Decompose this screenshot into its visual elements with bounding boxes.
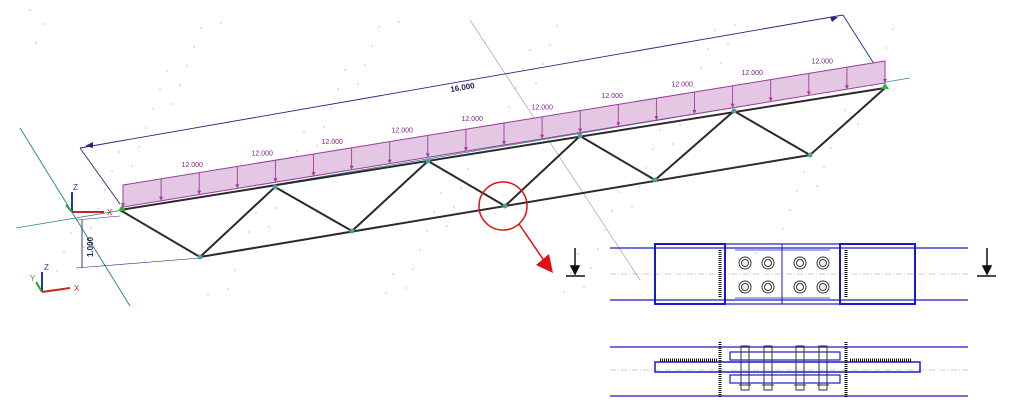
section-marker-right — [977, 248, 996, 277]
callout-circle[interactable] — [478, 181, 528, 231]
span-dimension: 16.000 — [79, 14, 884, 205]
global-axis-y-label: Y — [30, 274, 36, 283]
load-arrows — [121, 61, 887, 207]
load-value-label: 12.000 — [672, 81, 694, 88]
load-value-label: 12.000 — [532, 104, 554, 111]
detail-callout[interactable] — [478, 181, 553, 273]
top-chord — [119, 87, 886, 211]
global-axis-triad: Z X Y — [30, 263, 80, 293]
load-value-labels: 12.000 12.000 12.000 12.000 12.000 12.000 12.0… — [182, 58, 834, 169]
weld-seams-plan — [718, 250, 848, 298]
truss-nodes — [197, 108, 813, 260]
callout-arrowhead-icon — [536, 254, 553, 273]
construction-line-diagonal — [469, 19, 641, 281]
support-right[interactable] — [881, 83, 889, 89]
section-marker-left — [566, 248, 585, 277]
bolt-group-plan — [738, 256, 830, 294]
load-value-label: 12.000 — [812, 58, 834, 65]
height-dimension: 1.000 — [75, 215, 201, 269]
height-dimension-label: 1.000 — [86, 236, 95, 257]
global-axis-z-label: Z — [44, 263, 49, 272]
span-dimension-label: 16.000 — [450, 81, 476, 94]
load-value-label: 12.000 — [602, 93, 624, 100]
load-value-label: 12.000 — [322, 139, 344, 146]
callout-leader — [518, 223, 546, 263]
load-value-label: 12.000 — [742, 70, 764, 77]
connection-detail-plan — [566, 243, 996, 305]
support-left[interactable] — [118, 205, 126, 211]
load-value-label: 12.000 — [392, 127, 414, 134]
local-axis-x-label: X — [107, 208, 113, 217]
local-axis-triad: Z X — [65, 183, 113, 217]
load-value-label: 12.000 — [252, 150, 274, 157]
load-value-label: 12.000 — [182, 162, 204, 169]
connection-detail-section — [610, 342, 968, 398]
weld-seams-section — [660, 342, 912, 398]
load-value-label: 12.000 — [462, 116, 484, 123]
local-axis-z-label: Z — [73, 183, 78, 192]
bolt-group-section — [739, 345, 829, 391]
global-axis-x-label: X — [74, 284, 80, 293]
construction-line-left — [19, 127, 131, 307]
